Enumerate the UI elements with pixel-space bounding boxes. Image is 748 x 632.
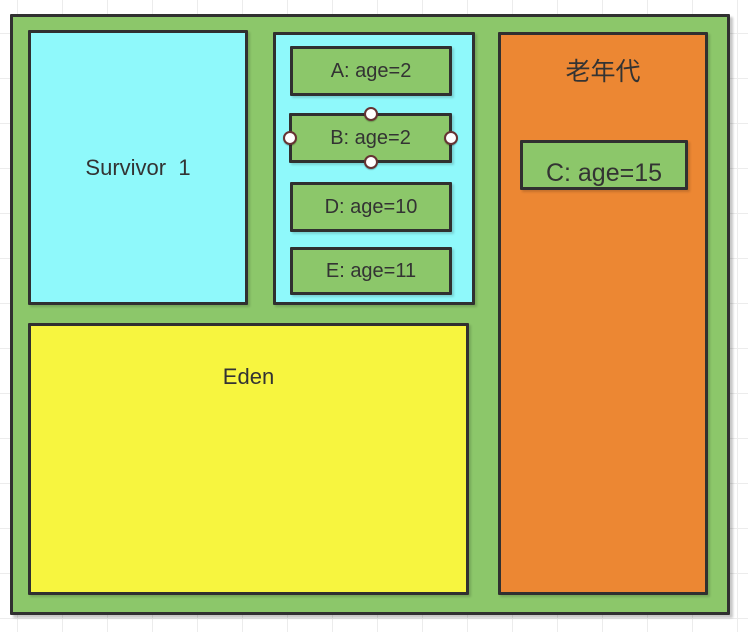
object-a-label: A: age=2 xyxy=(330,59,412,82)
object-d[interactable]: D: age=10 xyxy=(290,182,452,232)
eden-space[interactable]: Eden xyxy=(28,323,469,595)
object-c[interactable]: C: age=15 xyxy=(520,140,688,190)
young-objects-container[interactable]: A: age=2 B: age=2 D: age=10 E: age=11 xyxy=(273,32,475,305)
old-generation-label: 老年代 xyxy=(565,58,641,86)
connection-handle-top[interactable] xyxy=(363,107,378,121)
object-d-label: D: age=10 xyxy=(324,195,418,218)
survivor-label: Survivor 1 xyxy=(85,154,191,180)
object-e[interactable]: E: age=11 xyxy=(290,247,452,295)
eden-label: Eden xyxy=(222,364,275,389)
object-e-label: E: age=11 xyxy=(325,259,417,282)
connection-handle-bottom[interactable] xyxy=(363,155,378,169)
object-c-label: C: age=15 xyxy=(545,159,663,187)
old-generation-space[interactable]: 老年代 C: age=15 xyxy=(498,32,708,595)
object-b-selected[interactable]: B: age=2 xyxy=(283,107,458,169)
connection-handle-right[interactable] xyxy=(444,131,458,145)
connection-handle-left[interactable] xyxy=(283,131,297,145)
object-a[interactable]: A: age=2 xyxy=(290,46,452,96)
heap-container[interactable]: Survivor 1 A: age=2 B: age=2 D: age=10 E… xyxy=(10,14,730,615)
object-b-label: B: age=2 xyxy=(330,126,411,149)
survivor-space[interactable]: Survivor 1 xyxy=(28,30,248,305)
